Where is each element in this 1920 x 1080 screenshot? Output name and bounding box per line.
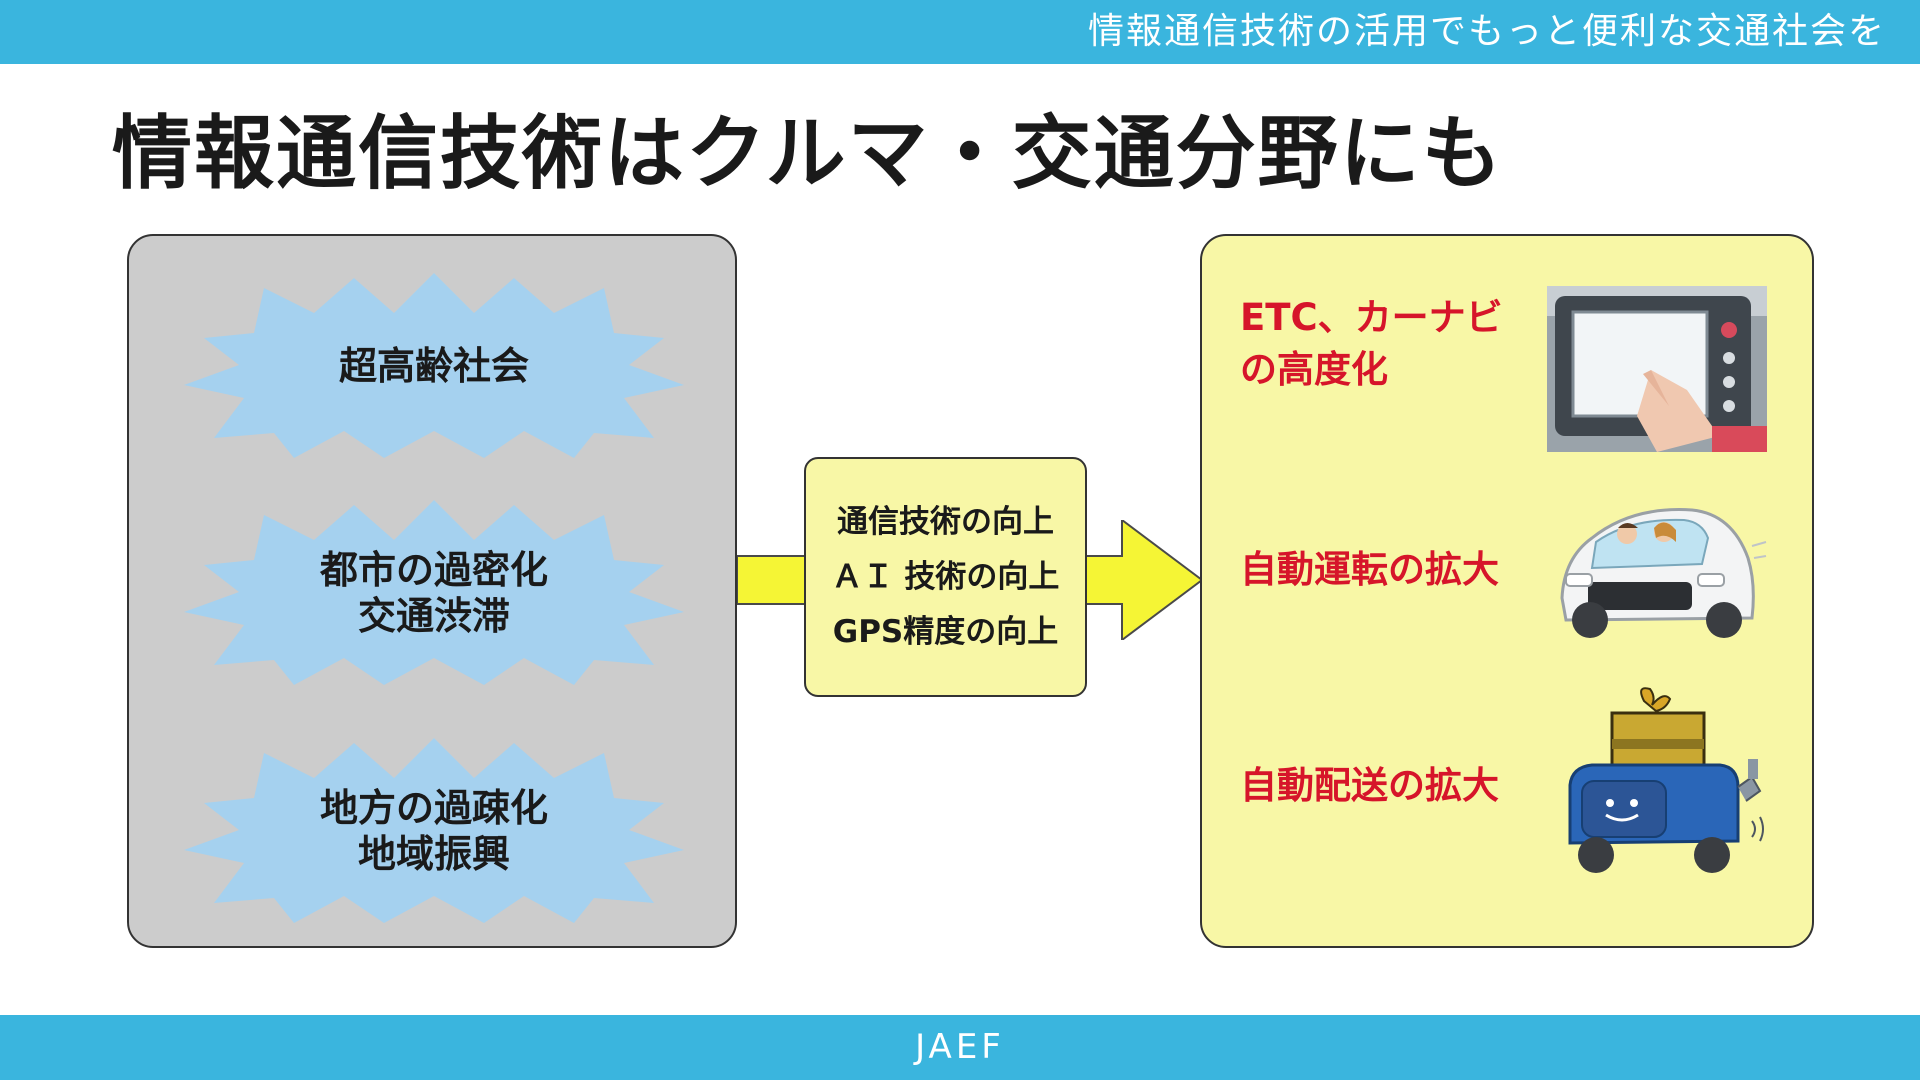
result-2: 自動運転の拡大: [1240, 544, 1499, 596]
result-1-line-1: ETC、カーナビ: [1240, 296, 1503, 339]
result-3-line-1: 自動配送の拡大: [1240, 764, 1499, 807]
outcomes-panel: ETC、カーナビ の高度化 自動運転の拡大 自動配送の拡大: [1200, 234, 1814, 948]
challenge-1-line-1: 超高齢社会: [338, 343, 529, 388]
challenge-2-line-2: 交通渋滞: [357, 593, 510, 638]
car-navigation-illustration: [1547, 286, 1767, 452]
result-3: 自動配送の拡大: [1240, 760, 1499, 812]
self-driving-car-illustration: [1560, 508, 1767, 638]
result-1-line-2: の高度化: [1240, 348, 1388, 391]
result-1: ETC、カーナビ の高度化: [1240, 292, 1503, 396]
challenges-panel: 超高齢社会 都市の過密化 交通渋滞 地方の過疎化 地域振興: [127, 234, 737, 948]
burst-shape-3: [184, 738, 684, 923]
footer-band: JAEF: [0, 1015, 1920, 1080]
header-tagline: 情報通信技術の活用でもっと便利な交通社会を: [1087, 11, 1886, 52]
technology-line-2: ＡＩ 技術の向上: [831, 558, 1060, 595]
challenge-burst-1: 超高齢社会: [184, 273, 684, 458]
challenge-burst-2: 都市の過密化 交通渋滞: [184, 500, 684, 685]
result-2-line-1: 自動運転の拡大: [1240, 548, 1499, 591]
technology-line-1: 通信技術の向上: [837, 503, 1054, 540]
burst-shape-2: [184, 500, 684, 685]
burst-shape-1: [184, 273, 684, 458]
challenge-3-line-1: 地方の過疎化: [319, 785, 548, 830]
technology-box: 通信技術の向上 ＡＩ 技術の向上 GPS精度の向上: [804, 457, 1087, 697]
technology-line-3: GPS精度の向上: [832, 613, 1059, 650]
slide-title: 情報通信技術はクルマ・交通分野にも: [112, 107, 1504, 200]
challenge-2-line-1: 都市の過密化: [319, 547, 548, 592]
delivery-robot-illustration: [1568, 687, 1764, 873]
challenge-3-line-2: 地域振興: [357, 831, 510, 876]
header-band: 情報通信技術の活用でもっと便利な交通社会を: [0, 0, 1920, 64]
challenge-burst-3: 地方の過疎化 地域振興: [184, 738, 684, 923]
footer-org: JAEF: [915, 1027, 1005, 1067]
